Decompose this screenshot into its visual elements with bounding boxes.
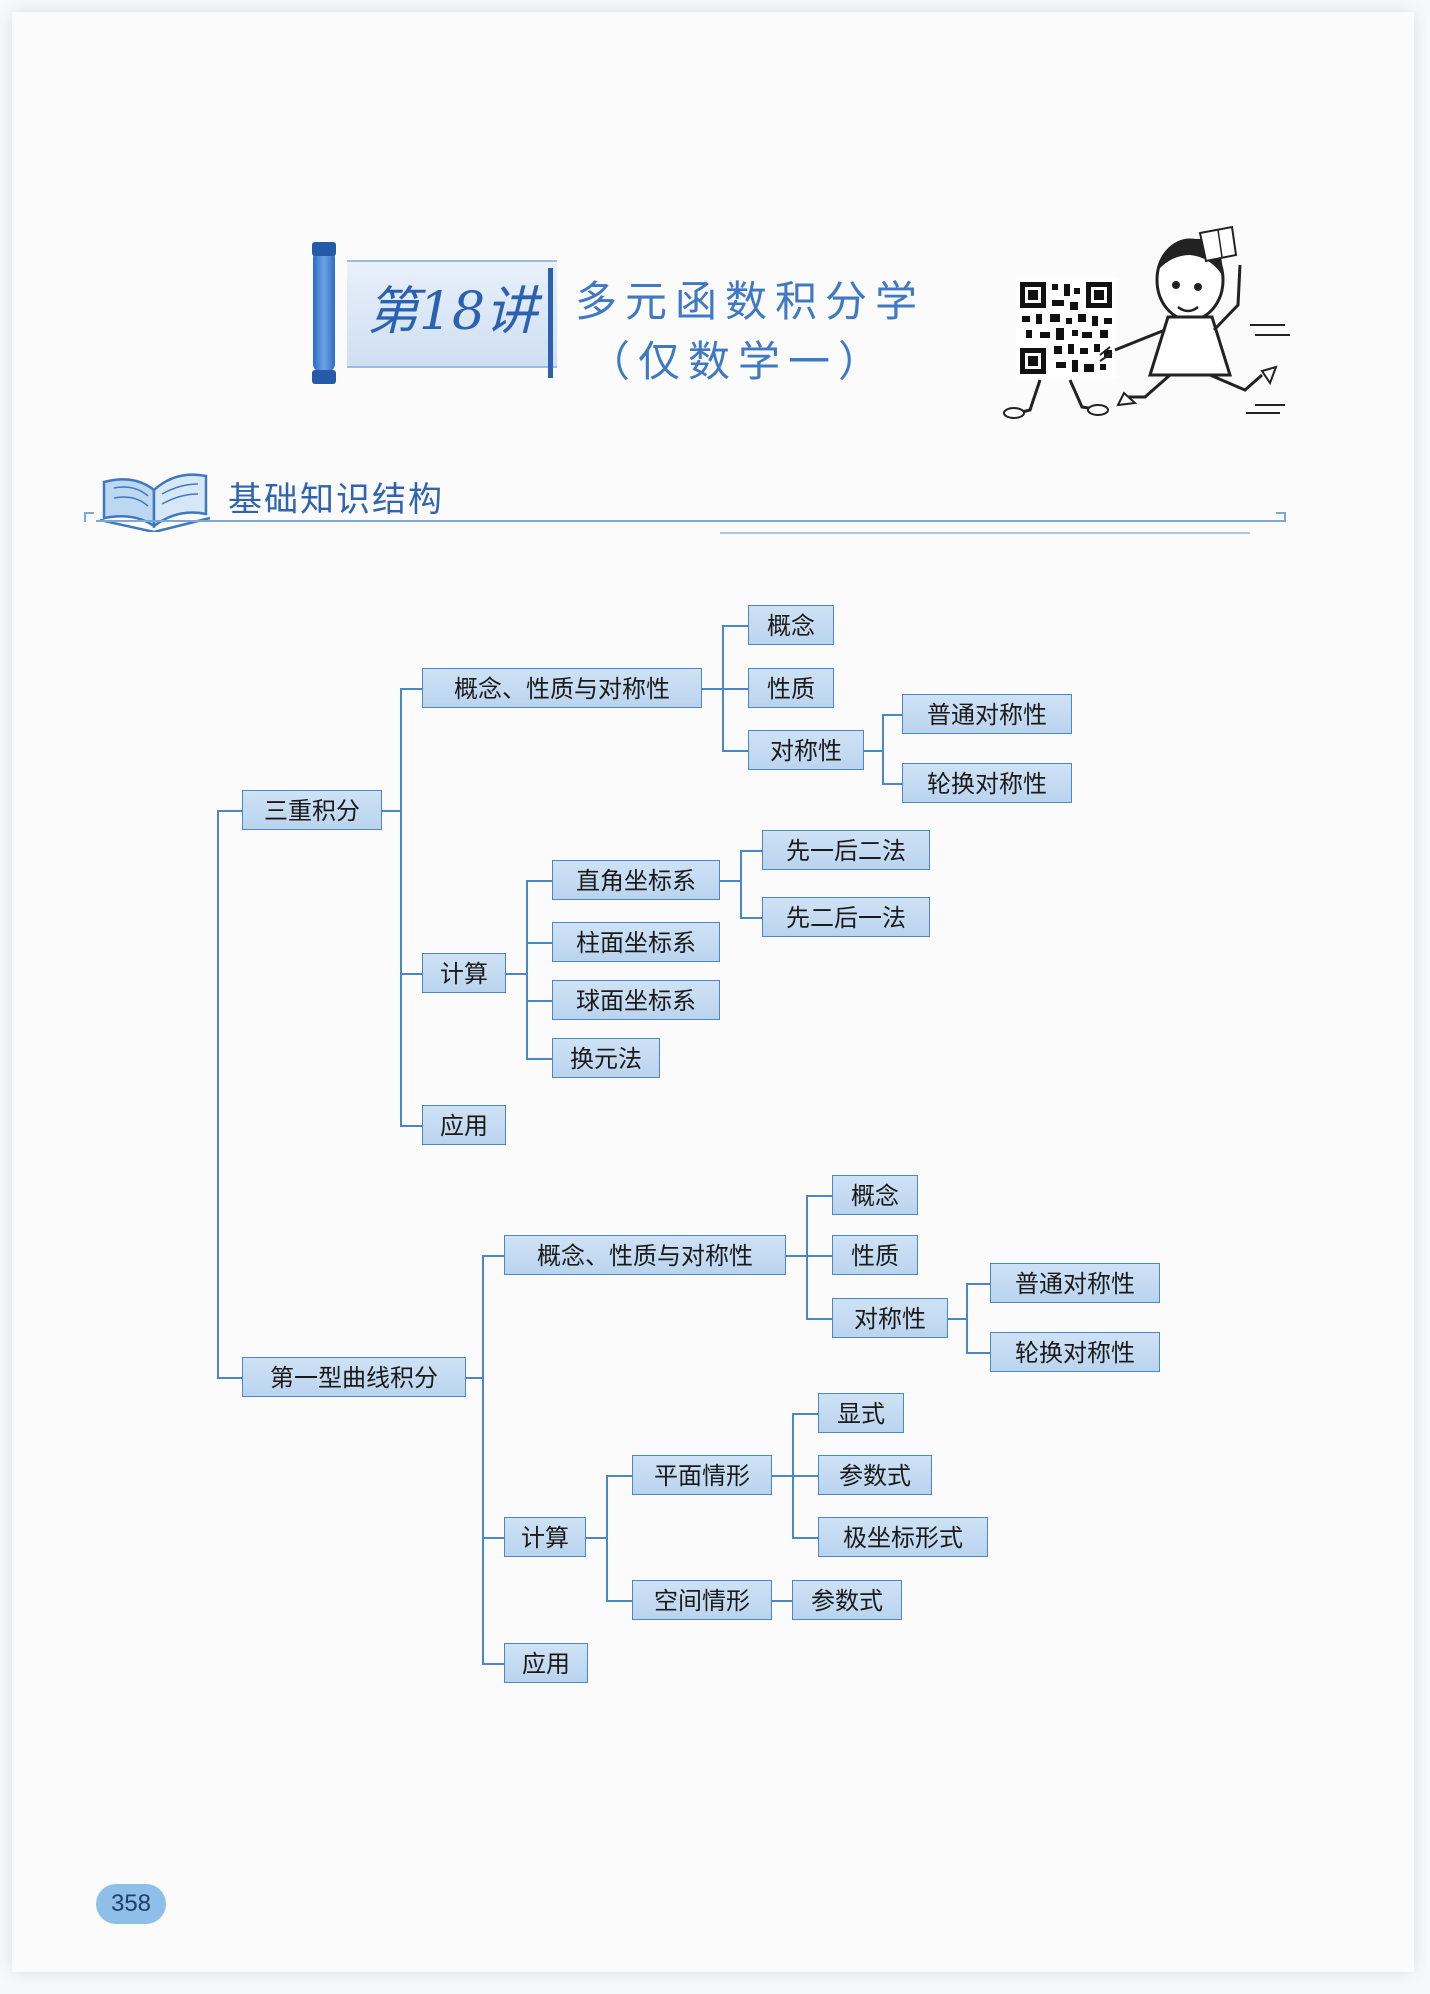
node-triple-symmetry: 对称性: [748, 730, 864, 770]
chapter-subtitle: （仅数学一）: [588, 337, 889, 386]
node-triple-compute: 计算: [422, 953, 506, 993]
node-cylindrical-coordinates: 柱面坐标系: [552, 922, 720, 962]
page-number: 358: [110, 1890, 152, 1917]
node-spherical-coordinates: 球面坐标系: [552, 980, 720, 1020]
node-substitution: 换元法: [552, 1038, 660, 1078]
chapter-title: 多元函数积分学: [575, 277, 926, 326]
node-plane-parametric: 参数式: [818, 1455, 932, 1495]
section-rule: [96, 520, 1286, 522]
node-polar-form: 极坐标形式: [818, 1517, 988, 1557]
node-curve-application: 应用: [504, 1643, 588, 1683]
open-book-icon: [99, 473, 211, 532]
node-curve-compute: 计算: [504, 1517, 586, 1557]
qr-code-icon[interactable]: [1016, 278, 1116, 378]
scroll-left-roll: [313, 250, 335, 372]
node-curve-concept-properties: 概念、性质与对称性: [504, 1235, 786, 1275]
node-space-parametric: 参数式: [792, 1580, 902, 1620]
node-curve-ordinary-symmetry: 普通对称性: [990, 1263, 1160, 1303]
node-curve-rotational-symmetry: 轮换对称性: [990, 1332, 1160, 1372]
node-triple-ordinary-symmetry: 普通对称性: [902, 694, 1072, 734]
node-curve-symmetry: 对称性: [832, 1298, 948, 1338]
page-number-badge: [96, 1884, 166, 1924]
node-curve-concept: 概念: [832, 1175, 918, 1215]
node-triple-concept-properties: 概念、性质与对称性: [422, 668, 702, 708]
node-one-then-two: 先一后二法: [762, 830, 930, 870]
node-cartesian-coordinates: 直角坐标系: [552, 860, 720, 900]
node-triple-concept: 概念: [748, 605, 834, 645]
node-triple-application: 应用: [422, 1105, 506, 1145]
section-title: 基础知识结构: [228, 480, 444, 520]
node-triple-integral: 三重积分: [242, 790, 382, 830]
node-triple-rotational-symmetry: 轮换对称性: [902, 763, 1072, 803]
node-plane-case: 平面情形: [632, 1455, 772, 1495]
chapter-number: 第18讲: [366, 282, 538, 342]
node-curve-properties: 性质: [832, 1235, 918, 1275]
title-divider: [548, 268, 553, 378]
scroll-banner: [347, 260, 557, 368]
node-two-then-one: 先二后一法: [762, 897, 930, 937]
node-triple-properties: 性质: [748, 668, 834, 708]
node-space-case: 空间情形: [632, 1580, 772, 1620]
node-curve-integral: 第一型曲线积分: [242, 1357, 466, 1397]
node-explicit-form: 显式: [818, 1393, 904, 1433]
running-student-illustration: [1003, 225, 1290, 419]
